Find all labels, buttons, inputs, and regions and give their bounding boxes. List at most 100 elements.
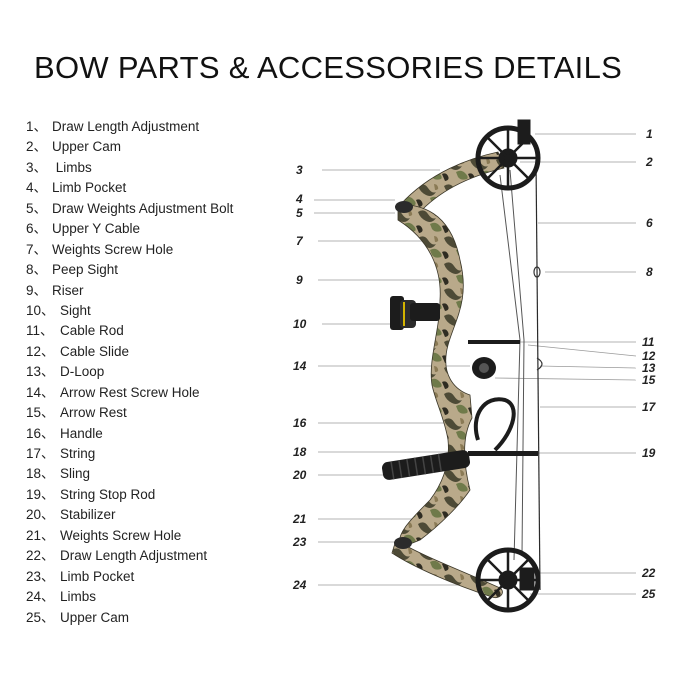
cable-rod bbox=[468, 340, 520, 344]
callout-22: 22 bbox=[641, 566, 656, 580]
lower-cam bbox=[475, 547, 541, 613]
part-label: Stabilizer bbox=[60, 507, 116, 523]
list-item: 7、Weights Screw Hole bbox=[26, 240, 233, 260]
callout-9: 9 bbox=[296, 273, 303, 287]
part-label: Arrow Rest bbox=[60, 405, 127, 421]
leader-line-15 bbox=[494, 377, 637, 381]
list-item: 13、 D-Loop bbox=[26, 362, 233, 382]
list-item: 4、Limb Pocket bbox=[26, 178, 233, 198]
page-title: BOW PARTS & ACCESSORIES DETAILS bbox=[34, 50, 623, 85]
callout-1: 1 bbox=[646, 127, 653, 141]
leader-line-13 bbox=[539, 365, 637, 369]
sight bbox=[390, 296, 440, 330]
part-number: 20、 bbox=[26, 507, 55, 523]
list-item: 19、 String Stop Rod bbox=[26, 485, 233, 505]
callout-11: 11 bbox=[642, 335, 655, 349]
callout-18: 18 bbox=[293, 445, 307, 459]
part-label: String bbox=[60, 446, 96, 461]
peep-sight bbox=[533, 266, 541, 278]
list-item: 15、Arrow Rest bbox=[26, 403, 233, 423]
part-label: Cable Rod bbox=[60, 323, 124, 339]
list-item: 14、Arrow Rest Screw Hole bbox=[26, 383, 233, 403]
part-label: Peep Sight bbox=[52, 262, 119, 278]
list-item: 12、Cable Slide bbox=[26, 342, 233, 362]
callout-21: 21 bbox=[292, 512, 307, 526]
part-number: 11、 bbox=[26, 323, 54, 339]
list-item: 16、 Handle bbox=[26, 424, 233, 444]
callout-25: 25 bbox=[641, 587, 656, 601]
callout-2: 2 bbox=[645, 155, 653, 169]
list-item: 9、Riser bbox=[26, 281, 233, 301]
list-item: 8、Peep Sight bbox=[26, 260, 233, 280]
part-label: Limb Pocket bbox=[60, 568, 135, 584]
part-label: Sling bbox=[60, 466, 91, 482]
part-number: 23、 bbox=[26, 568, 55, 584]
part-label: Limb Pocket bbox=[52, 180, 127, 196]
part-label: D-Loop bbox=[60, 364, 105, 380]
part-number: 4、 bbox=[26, 180, 48, 196]
part-number: 18、 bbox=[26, 466, 55, 482]
list-item: 10、Sight bbox=[26, 301, 233, 321]
part-number: 25、 bbox=[26, 609, 55, 625]
stabilizer bbox=[381, 450, 471, 480]
part-number: 10、 bbox=[26, 302, 55, 318]
list-item: 17、 String bbox=[26, 444, 233, 464]
callout-16: 16 bbox=[293, 416, 307, 430]
part-label: Upper Y Cable bbox=[52, 221, 141, 237]
part-number: 6、 bbox=[26, 221, 48, 237]
list-item: 23、 Limb Pocket bbox=[26, 567, 233, 587]
part-number: 2、 bbox=[26, 139, 48, 155]
upper-cam bbox=[475, 119, 541, 191]
part-number: 8、 bbox=[26, 262, 48, 278]
part-label: Weights Screw Hole bbox=[52, 241, 174, 257]
callout-10: 10 bbox=[293, 317, 307, 331]
sling bbox=[473, 397, 516, 452]
part-label: Draw Weights Adjustment Bolt bbox=[52, 200, 234, 216]
part-number: 1、 bbox=[26, 119, 48, 134]
d-loop bbox=[536, 357, 543, 371]
part-label: Limbs bbox=[52, 159, 92, 175]
part-number: 22、 bbox=[26, 548, 55, 564]
bow-strings bbox=[499, 159, 541, 591]
callout-20: 20 bbox=[292, 468, 307, 482]
part-number: 3、 bbox=[26, 159, 48, 175]
callout-17: 17 bbox=[642, 400, 657, 414]
list-item: 11、 Cable Rod bbox=[26, 321, 233, 341]
list-item: 24、 Limbs bbox=[26, 587, 233, 607]
cable-2 bbox=[509, 169, 525, 556]
arrow-rest bbox=[472, 357, 496, 379]
part-label: Limbs bbox=[60, 589, 97, 605]
callout-15: 15 bbox=[642, 373, 656, 387]
part-number: 17、 bbox=[26, 446, 55, 461]
callout-3: 3 bbox=[296, 163, 303, 177]
part-number: 24、 bbox=[26, 589, 55, 605]
upper-limb-pocket bbox=[395, 201, 413, 213]
callout-8: 8 bbox=[646, 265, 653, 279]
part-number: 12、 bbox=[26, 343, 55, 359]
part-number: 16、 bbox=[26, 425, 55, 441]
list-item: 18、 Sling bbox=[26, 464, 233, 484]
callout-13: 13 bbox=[642, 361, 656, 375]
lower-limb-pocket bbox=[394, 537, 412, 549]
list-item: 2、Upper Cam bbox=[26, 137, 233, 157]
list-item: 21、Weights Screw Hole bbox=[26, 526, 233, 546]
callout-24: 24 bbox=[292, 578, 307, 592]
list-item: 20、 Stabilizer bbox=[26, 505, 233, 525]
callout-7: 7 bbox=[296, 234, 304, 248]
lower-limb bbox=[391, 539, 503, 599]
part-label: Weights Screw Hole bbox=[60, 527, 182, 543]
list-item: 1、Draw Length Adjustment bbox=[26, 117, 233, 137]
part-number: 13、 bbox=[26, 364, 55, 380]
part-number: 5、 bbox=[26, 200, 48, 216]
part-number: 19、 bbox=[26, 486, 55, 502]
list-item: 3、 Limbs bbox=[26, 158, 233, 178]
riser bbox=[397, 203, 473, 549]
part-label: Riser bbox=[52, 282, 84, 298]
part-number: 7、 bbox=[26, 241, 48, 257]
part-label: Handle bbox=[60, 425, 103, 441]
part-label: String Stop Rod bbox=[60, 486, 156, 502]
string-stop-rod bbox=[468, 451, 538, 456]
callout-numbers-right: 1 2 6 8 11 12 13 15 17 19 22 25 bbox=[641, 127, 657, 601]
part-label: Draw Length Adjustment bbox=[60, 548, 208, 564]
